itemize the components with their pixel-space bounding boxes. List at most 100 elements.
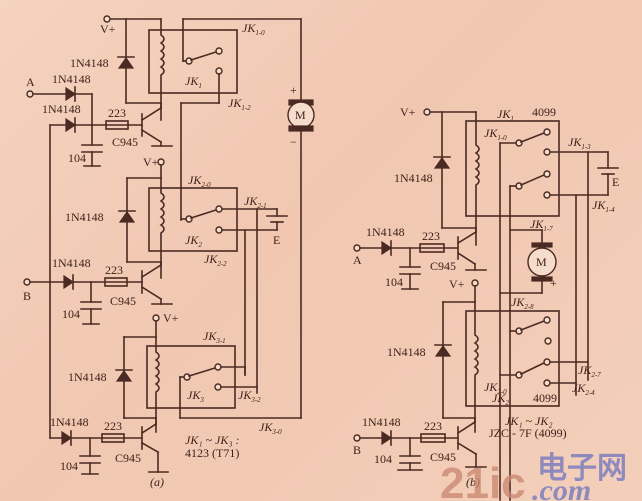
diode-label: 1N4148 (52, 256, 91, 270)
circuit-b: V+ 1N4148 E JK1 4099 JK1-0 (353, 105, 619, 501)
relay-jk2-a: V+ 1N4148 E JK2 JK2-0 JK2-1 JK2-2 (65, 155, 288, 394)
contact-label-jk3-2: JK3-2 (238, 388, 261, 404)
capacitor-label: 104 (385, 275, 403, 289)
input-b-terminal (23, 278, 31, 286)
caption-b: (b) (466, 475, 480, 489)
transistor-label: C945 (430, 259, 456, 273)
capacitor-label: 104 (68, 151, 86, 165)
contact-label-b-jk2-7: JK2-7 (578, 363, 601, 379)
motor-b: M + (499, 229, 557, 294)
circuit-a: V+ 1N4148 JK1 JK1-0 JK1-2 M (23, 15, 315, 489)
input-b-label-b: B (353, 443, 361, 457)
contact-label-b-jk1-0: JK1-0 (484, 126, 507, 142)
contact-label-jk3-0: JK3-0 (259, 420, 282, 436)
transistor-label: C945 (115, 451, 141, 465)
driver-3-a: 1N4148 104 223 C945 (a) (49, 415, 169, 489)
diode-icon (115, 369, 133, 382)
input-a-terminal-b (353, 244, 361, 252)
watermark-right-bottom-text: .com (532, 474, 591, 501)
diode-label: 1N4148 (362, 415, 401, 429)
motor-plus-label-b: + (550, 276, 557, 290)
contact-label-b-jk1-4: JK1-4 (592, 198, 615, 214)
transistor-label: C945 (110, 294, 136, 308)
relay-note-a-line2: 4123 (T71) (185, 446, 239, 460)
relay-jk2-b: V+ 1N4148 JK2-8 JK2-0 JK2-7 JK2-4 JK2 40… (387, 277, 601, 433)
contact-label-jk1-2: JK1-2 (228, 96, 251, 112)
relay-label-jk3: JK3 (187, 388, 204, 404)
transistor-label: C945 (430, 450, 456, 464)
diode-icon (65, 86, 77, 102)
resistor-icon (419, 243, 445, 253)
diode-label: 1N4148 (70, 56, 109, 70)
relay-box-b1 (465, 120, 560, 217)
battery-icon (597, 151, 619, 196)
relay-jk1-b: V+ 1N4148 E JK1 4099 JK1-0 (394, 105, 619, 501)
watermark-left-text: 21ic (440, 459, 526, 501)
input-b-label: B (23, 289, 31, 303)
contact-label-b-jk1-3: JK1-3 (568, 135, 591, 151)
diode-icon (61, 430, 73, 446)
contact-label-b-jk2-4: JK2-4 (572, 381, 595, 397)
diode-icon (433, 156, 451, 169)
diode-icon (381, 430, 393, 446)
relay-box-1 (148, 29, 238, 94)
input-a-label-b: A (353, 253, 362, 267)
vplus-label-2: V+ (143, 155, 159, 169)
contact-label-jk2-1: JK2-1 (244, 194, 267, 210)
contact-label-jk2-2: JK2-2 (204, 252, 227, 268)
motor-minus-label: − (290, 135, 297, 149)
capacitor-label: 104 (62, 307, 80, 321)
diode-icon (118, 210, 136, 223)
relay-label-b-jk1: JK1 (497, 107, 514, 123)
diode-label: 1N4148 (68, 370, 107, 384)
relay-box-2 (148, 187, 238, 252)
resistor-label: 223 (108, 106, 126, 120)
relay-label-jk2: JK2 (185, 233, 202, 249)
battery-label: E (273, 233, 280, 247)
driver-a-b: A 1N4148 104 223 C945 (353, 225, 487, 290)
battery-icon (266, 208, 288, 231)
diode-label: 1N4148 (52, 72, 91, 86)
caption-a: (a) (150, 475, 164, 489)
input-b-terminal-b (353, 434, 361, 442)
resistor-label: 223 (104, 419, 122, 433)
contact-label-b-jk1-7: JK1-7 (530, 217, 553, 233)
diode-icon (65, 117, 77, 133)
relay-note-b-line2: JZC - 7F (4099) (489, 426, 567, 440)
driver-b-b: B 1N4148 104 223 C945 (b) (353, 415, 487, 489)
relay-box-b2 (465, 310, 560, 407)
resistor-icon (101, 433, 125, 443)
contact-label-jk2-0: JK2-0 (188, 173, 211, 189)
motor-icon (527, 247, 557, 277)
diode-label: 1N4148 (50, 415, 89, 429)
relay-box-3 (146, 345, 236, 409)
resistor-icon (105, 120, 129, 130)
motor-a: M + − (287, 18, 315, 419)
relay-coil-icon (159, 18, 165, 121)
contact-label-jk1-0: JK1-0 (242, 21, 265, 37)
relay-model-b1: 4099 (532, 105, 556, 119)
contact-label-b-jk2-8: JK2-8 (511, 295, 534, 311)
relay-label-jk1: JK1 (185, 74, 202, 90)
driver-2-a: B 1N4148 104 223 C945 (23, 256, 173, 325)
vplus-label-3: V+ (163, 311, 179, 325)
motor-label: M (295, 108, 306, 122)
diode-label: 1N4148 (394, 171, 433, 185)
input-a-terminal (26, 90, 34, 98)
diode-icon (63, 274, 75, 290)
relay-jk3-a: V+ 1N4148 JK3 JK3-1 JK3-2 JK3-0 (68, 311, 302, 436)
battery-label: E (612, 175, 619, 189)
diode-label: 1N4148 (65, 210, 104, 224)
vplus-label-b1: V+ (400, 105, 416, 119)
motor-plus-label: + (290, 83, 297, 97)
capacitor-label: 104 (60, 459, 78, 473)
vplus-terminal-1 (103, 15, 111, 23)
relay-model-b2: 4099 (533, 391, 557, 405)
driver-1-a: A 1N4148 1N4148 104 223 C945 (26, 72, 173, 439)
diode-icon (434, 344, 452, 357)
input-a-label: A (26, 75, 35, 89)
relay-jk1-a: V+ 1N4148 JK1 JK1-0 JK1-2 (70, 15, 302, 221)
capacitor-label: 104 (374, 452, 392, 466)
watermark-21ic: 21ic 电子网 .com (440, 452, 627, 501)
